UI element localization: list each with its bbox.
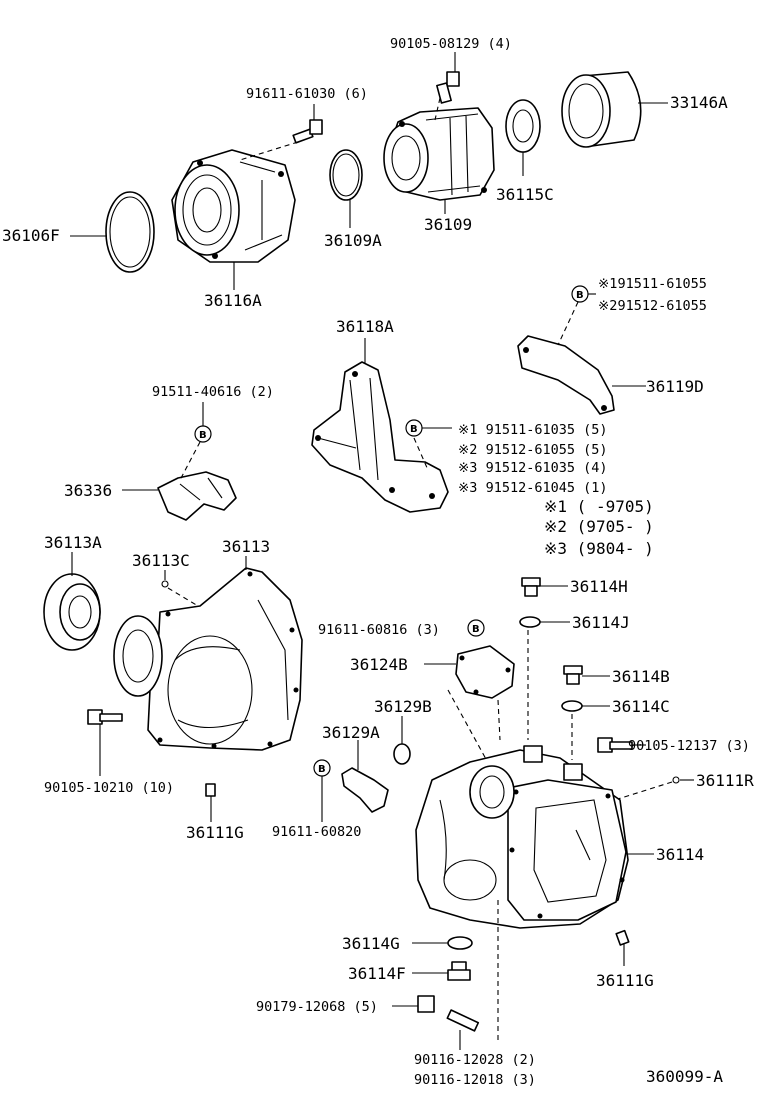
label-36109A: 36109A — [324, 231, 382, 250]
part-91611-61030-bolt — [292, 119, 323, 144]
dash-91611-61030 — [239, 141, 299, 161]
part-36336-cover — [157, 471, 237, 521]
label-90105-12137: 90105-12137 (3) — [628, 738, 750, 754]
label-bolt-x1: ※1 91511-61035 (5) — [458, 422, 607, 438]
label-36129B: 36129B — [374, 697, 432, 716]
part-36114C-gasket — [561, 700, 583, 712]
part-36109A-oring — [329, 149, 363, 201]
badge-letter: B — [410, 424, 418, 435]
label-36113A: 36113A — [44, 533, 102, 552]
label-note-x3: ※3 (9804- ) — [544, 539, 654, 558]
label-36116A: 36116A — [204, 291, 262, 310]
label-36114C: 36114C — [612, 697, 670, 716]
label-36106F: 36106F — [2, 226, 60, 245]
part-90105-12137-bolt — [597, 737, 633, 753]
label-90105-08129: 90105-08129 (4) — [390, 36, 512, 52]
part-36116A-housing — [171, 149, 296, 263]
label-90116-12028: 90116-12028 (2) — [414, 1052, 536, 1068]
dash-36119D-bolt — [557, 301, 579, 346]
part-90116-stud — [446, 1009, 480, 1032]
label-36109: 36109 — [424, 215, 472, 234]
label-36119D: 36119D — [646, 377, 704, 396]
reference-code: 360099-A — [646, 1067, 723, 1086]
label-36111G-right: 36111G — [596, 971, 654, 990]
label-33146A: 33146A — [670, 93, 728, 112]
label-note-x1: ※1 ( -9705) — [544, 497, 654, 516]
label-91511-61055-x1: ※191511-61055 — [598, 276, 707, 292]
part-36129A-bracket — [341, 767, 389, 813]
label-36114F: 36114F — [348, 964, 406, 983]
label-90105-10210: 90105-10210 (10) — [44, 780, 174, 796]
part-36114G-washer — [447, 936, 473, 950]
part-90105-08129-bolt — [436, 71, 460, 104]
part-36111R-pin — [672, 776, 680, 784]
label-36113C: 36113C — [132, 551, 190, 570]
label-36118A: 36118A — [336, 317, 394, 336]
dash-36118A-bolt — [413, 437, 429, 471]
label-36114H: 36114H — [570, 577, 628, 596]
part-36111G-pin-right — [615, 929, 630, 946]
part-36114-case — [415, 745, 629, 929]
label-36111R: 36111R — [696, 771, 754, 790]
label-91512-61055-x2: ※291512-61055 — [598, 298, 707, 314]
label-36336: 36336 — [64, 481, 112, 500]
label-36129A: 36129A — [322, 723, 380, 742]
part-36106F-ring — [105, 191, 155, 273]
badge-b-36124B — [467, 619, 485, 637]
label-90116-12018: 90116-12018 (3) — [414, 1072, 536, 1088]
label-36111G-left: 36111G — [186, 823, 244, 842]
part-90105-10210-bolt — [87, 709, 123, 725]
part-36118A-bracket — [311, 361, 449, 513]
label-36114: 36114 — [656, 845, 704, 864]
part-90179-12068-nut — [417, 995, 435, 1013]
part-36113C-pin — [161, 580, 169, 588]
label-36114J: 36114J — [572, 613, 630, 632]
label-36114B: 36114B — [612, 667, 670, 686]
part-36109-extension — [383, 107, 495, 201]
part-36113A-bearing — [43, 573, 101, 651]
dash-36113C — [167, 587, 199, 607]
label-bolt-x2: ※2 91512-61055 (5) — [458, 442, 607, 458]
part-36113-case — [113, 567, 303, 751]
part-36119D-bracket — [517, 335, 615, 415]
part-36114H-plug — [521, 577, 541, 597]
label-91611-60820: 91611-60820 — [272, 824, 361, 840]
label-90179-12068: 90179-12068 (5) — [256, 999, 378, 1015]
badge-letter: B — [318, 764, 326, 775]
label-note-x2: ※2 (9705- ) — [544, 517, 654, 536]
dash-36336-bolt — [179, 441, 201, 481]
dash-36124B-b — [497, 699, 501, 741]
badge-letter: B — [472, 624, 480, 635]
dash-90105-08129 — [434, 97, 441, 121]
label-91511-40616: 91511-40616 (2) — [152, 384, 274, 400]
part-33146A-boot — [561, 71, 642, 148]
part-36129B-spacer — [393, 743, 411, 765]
label-36113: 36113 — [222, 537, 270, 556]
part-36124B-cover-plate — [455, 645, 515, 699]
part-36111G-pin-left — [205, 783, 216, 797]
label-36115C: 36115C — [496, 185, 554, 204]
label-bolt-x3b: ※3 91512-61045 (1) — [458, 480, 607, 496]
part-36115C-seal — [505, 99, 541, 153]
badge-letter: B — [576, 290, 584, 301]
part-36114J-gasket — [519, 616, 541, 628]
part-36114F-plug — [447, 961, 471, 981]
label-91611-61030: 91611-61030 (6) — [246, 86, 368, 102]
label-bolt-x3a: ※3 91512-61035 (4) — [458, 460, 607, 476]
label-36124B: 36124B — [350, 655, 408, 674]
part-36114B-plug — [563, 665, 583, 685]
label-36114G: 36114G — [342, 934, 400, 953]
dash-36111R — [601, 781, 673, 805]
badge-letter: B — [199, 430, 207, 441]
label-91611-60816: 91611-60816 (3) — [318, 622, 440, 638]
dash-36124B — [447, 689, 493, 771]
